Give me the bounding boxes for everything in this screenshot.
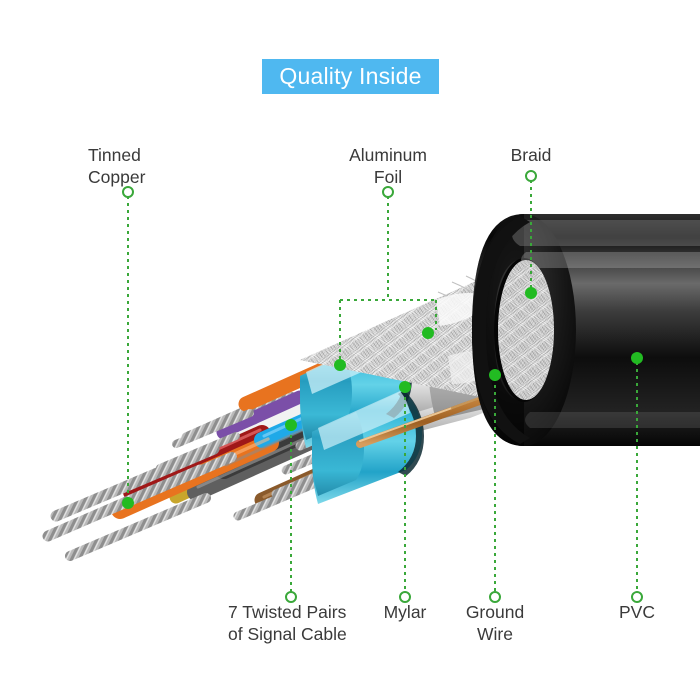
callout-anchor-dots <box>122 287 643 509</box>
label-ground-wire: Ground Wire <box>465 602 525 644</box>
label-aluminum-foil: Aluminum Foil <box>349 145 427 187</box>
pvc-jacket <box>472 214 700 446</box>
conductor-red <box>123 425 271 501</box>
label-tinned-copper: Tinned Copper <box>88 145 146 187</box>
quality-inside-banner: Quality Inside <box>262 59 439 94</box>
label-pvc: PVC <box>619 602 655 622</box>
label-braid: Braid <box>510 145 552 165</box>
callout-label-nodes <box>122 170 643 603</box>
callout-leaders <box>127 180 638 594</box>
label-twisted-pairs: 7 Twisted Pairs of Signal Cable <box>228 602 347 644</box>
label-mylar: Mylar <box>383 602 427 622</box>
banner-text: Quality Inside <box>279 63 422 89</box>
